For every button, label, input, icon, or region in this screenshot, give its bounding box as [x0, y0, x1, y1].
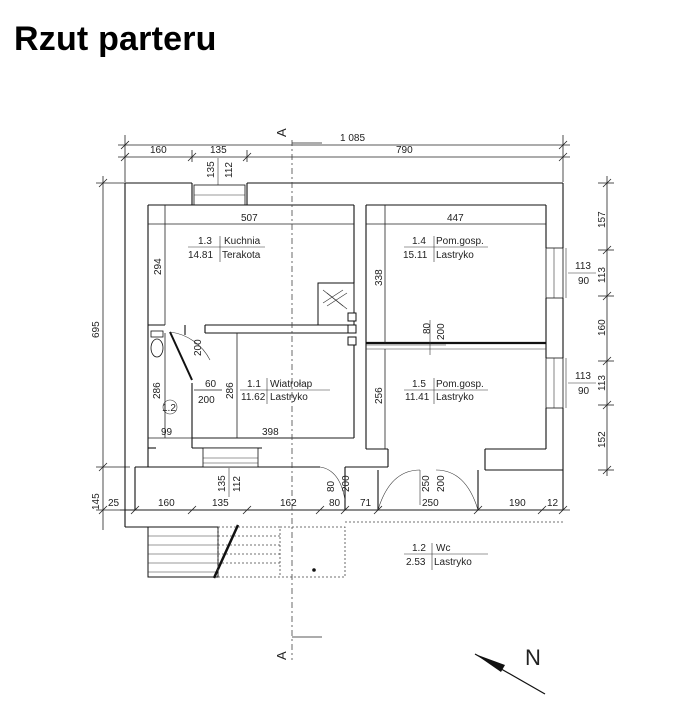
dim-vent-b: 112 [224, 162, 235, 178]
room-name: Pom.gosp. [436, 236, 484, 247]
window-bottom [202, 447, 259, 468]
room-area: 14.81 [188, 250, 213, 261]
window-right-upper [545, 247, 567, 299]
room-name: Kuchnia [224, 236, 261, 247]
dim-win-bottom-b: 112 [232, 476, 243, 492]
dim-bottom-12: 12 [547, 498, 559, 509]
dim-vent-a: 135 [206, 161, 217, 178]
dim-room15-height: 256 [374, 387, 385, 404]
room-name: Pom.gosp. [436, 379, 484, 390]
dim-room14-height: 338 [374, 269, 385, 286]
room-floor: Terakota [222, 250, 261, 261]
dim-right-3: 160 [597, 319, 608, 336]
room-floor: Lastryko [436, 392, 474, 403]
room-name: Wiatrołap [270, 379, 313, 390]
dim-win-lower-width: 113 [575, 371, 591, 382]
dim-win-lower-height: 90 [578, 386, 590, 397]
room-floor: Lastryko [270, 392, 308, 403]
dim-bottom-135: 135 [212, 498, 229, 509]
dim-hall-height: 286 [225, 382, 236, 399]
wc-fixture-icon [162, 399, 178, 415]
dim-right-4: 113 [597, 375, 608, 391]
wc-fixture-label: 1.2 [162, 403, 176, 414]
dim-door-main-width: 250 [421, 475, 432, 492]
dim-left-bottom: 145 [91, 493, 102, 510]
door-small-entrance [319, 466, 346, 501]
room-id: 1.1 [247, 379, 261, 390]
dim-room14-width: 447 [447, 213, 464, 224]
room-id: 1.4 [412, 236, 426, 247]
section-label-top: A [274, 128, 289, 137]
dim-win-upper-width: 113 [575, 261, 591, 272]
room-id: 1.3 [198, 236, 212, 247]
dim-wc-width: 99 [161, 427, 173, 438]
dim-bottom-250: 250 [422, 498, 439, 509]
dim-mid-door-height: 200 [436, 323, 447, 340]
bottom-dimension-lines [120, 505, 570, 515]
dim-win-bottom-a: 135 [217, 475, 228, 492]
room-area: 15.11 [403, 250, 428, 261]
left-dimension-lines [96, 176, 130, 530]
dim-bottom-190: 190 [509, 498, 526, 509]
page-title: Rzut parteru [14, 20, 217, 58]
dim-top-mid: 135 [210, 145, 227, 156]
dim-door-small-width: 80 [326, 480, 337, 492]
dim-bottom-80: 80 [329, 498, 341, 509]
section-label-bottom: A [274, 651, 289, 660]
room-floor: Lastryko [434, 557, 472, 568]
dim-mid-door-width: 80 [422, 322, 433, 334]
dim-bottom-71: 71 [360, 498, 372, 509]
terrace-outline [280, 521, 563, 578]
dim-wc-height: 286 [152, 382, 163, 399]
dim-kitchen-height: 294 [153, 258, 164, 275]
dim-hall-door-width: 60 [205, 379, 217, 390]
entrance-stairs [147, 524, 281, 579]
room-floor: Lastryko [436, 250, 474, 261]
dim-door-main-height: 200 [436, 475, 447, 492]
wc-toilet-icon [150, 330, 164, 358]
dim-kitchen-width: 507 [241, 213, 258, 224]
dim-hall-width: 398 [262, 427, 279, 438]
room-area: 11.41 [405, 392, 430, 403]
room-area: 2.53 [406, 557, 426, 568]
north-arrow-icon [474, 653, 546, 695]
dim-win-upper-height: 90 [578, 276, 590, 287]
dim-door-small-height: 200 [341, 475, 352, 492]
dim-left-corner: 25 [108, 498, 120, 509]
dim-hall-door-height: 200 [198, 395, 215, 406]
dim-top-right: 790 [396, 145, 413, 156]
room-id: 1.2 [412, 543, 426, 554]
wc-door-icon [169, 331, 211, 381]
door-central [366, 320, 446, 355]
door-main-entrance [377, 469, 479, 511]
dim-right-5: 152 [597, 431, 608, 448]
dim-bottom-160: 160 [158, 498, 175, 509]
room-1-1-label: 1.1 Wiatrołap 11.62 Lastryko [240, 378, 330, 404]
chimney-block [317, 282, 357, 346]
dim-top-left: 160 [150, 145, 167, 156]
room-1-2-label: 1.2 Wc 2.53 Lastryko [404, 543, 488, 570]
dim-left-total: 695 [91, 321, 102, 338]
north-label: N [525, 645, 541, 670]
room-area: 11.62 [241, 392, 266, 403]
window-right-lower [545, 357, 567, 409]
room-id: 1.5 [412, 379, 426, 390]
section-line [291, 140, 322, 660]
dim-right-1: 157 [597, 211, 608, 228]
dim-wc-door-height: 200 [193, 339, 204, 356]
dim-bottom-162: 162 [280, 498, 297, 509]
room-1-3-label: 1.3 Kuchnia 14.81 Terakota [188, 236, 265, 262]
room-name: Wc [436, 543, 450, 554]
top-dimension-lines [118, 135, 570, 182]
room-1-5-label: 1.5 Pom.gosp. 11.41 Lastryko [404, 378, 488, 404]
room-1-4-label: 1.4 Pom.gosp. 15.11 Lastryko [403, 236, 488, 262]
dim-top-total: 1 085 [340, 133, 365, 144]
dim-right-2: 113 [597, 267, 608, 283]
right-dimension-lines [598, 176, 614, 476]
